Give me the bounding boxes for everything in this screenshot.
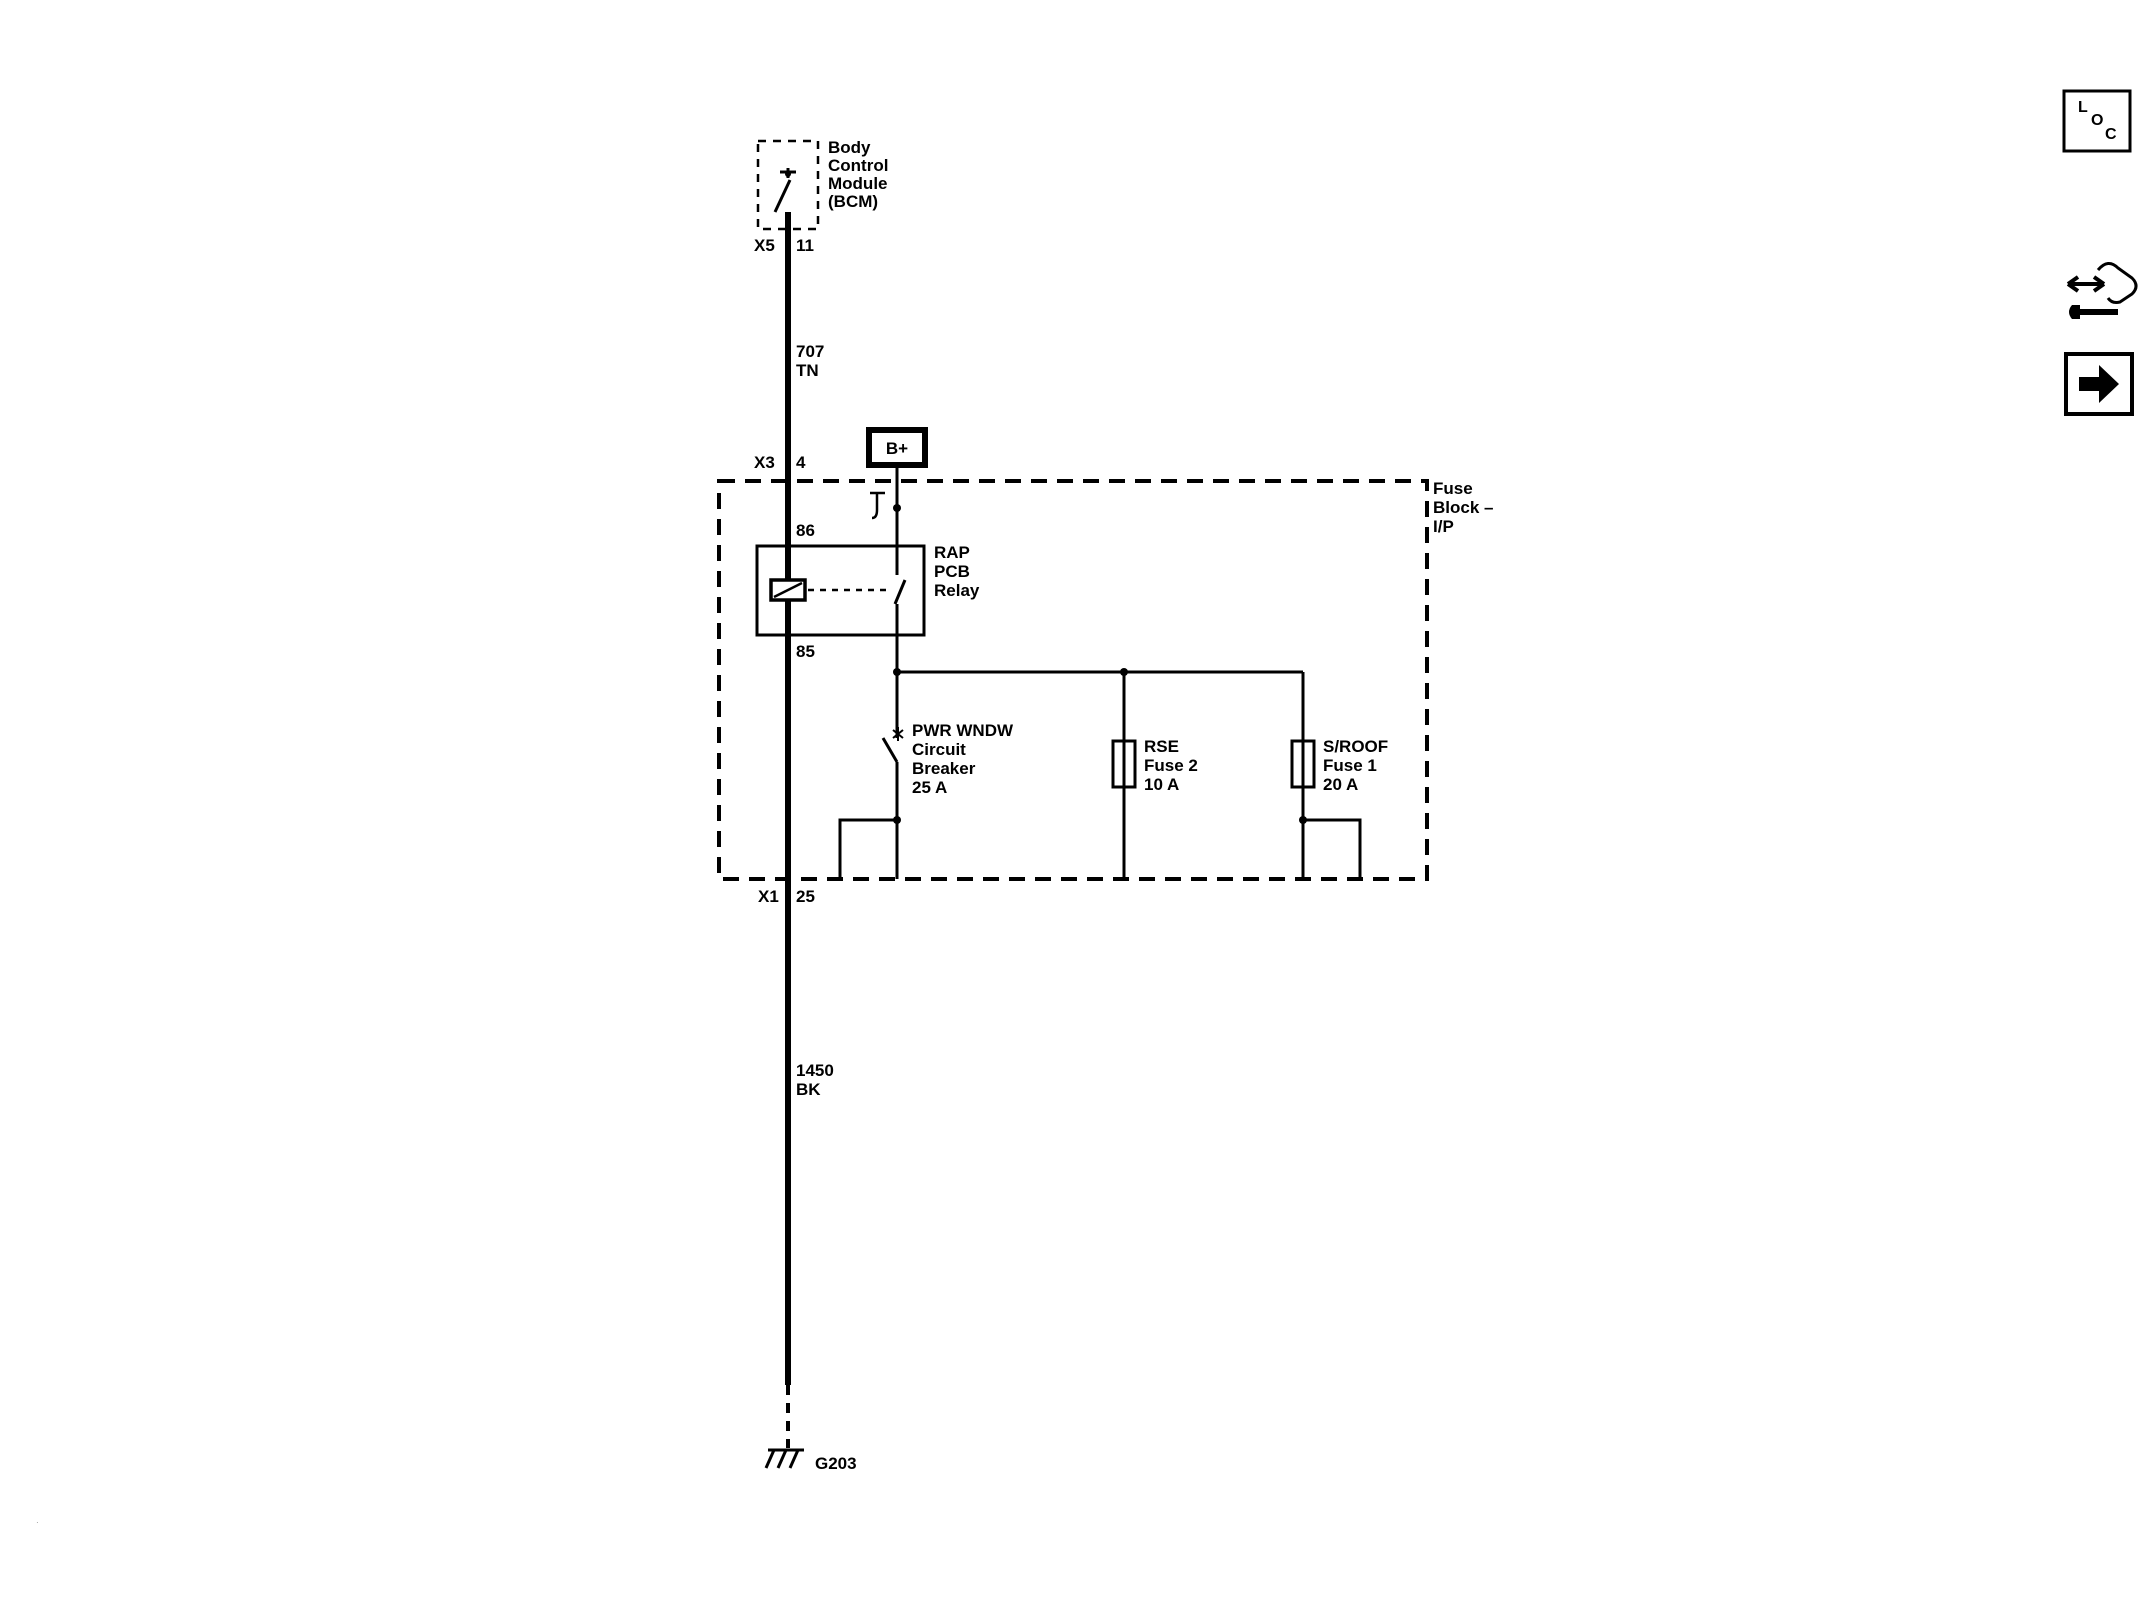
- fuse-block-dashed-box[interactable]: [717, 479, 1429, 881]
- connector-x5-label: X5: [754, 236, 775, 255]
- hook-connector-icon: [870, 491, 885, 520]
- loc-letter-l: L: [2078, 99, 2088, 116]
- wire-upper-circuit: 707: [796, 342, 824, 361]
- pwr-wndw-circuit-breaker[interactable]: PWR WNDW Circuit Breaker 25 A: [838, 672, 1014, 879]
- relay-label-3: Relay: [934, 581, 980, 600]
- circuit-breaker-stub: [838, 818, 897, 879]
- ground-icon: [764, 1448, 804, 1469]
- bcm-label-1: Body: [828, 138, 871, 157]
- bcm-label-4: (BCM): [828, 192, 878, 211]
- next-arrow-icon[interactable]: [2064, 352, 2134, 416]
- battery-positive-box: B+: [866, 427, 928, 468]
- loc-button[interactable]: L O C: [2062, 89, 2132, 153]
- connector-x3-pin: 4: [796, 453, 806, 472]
- battery-positive-label: B+: [886, 439, 908, 458]
- component-connector-icon[interactable]: [2066, 262, 2138, 319]
- sroof-fuse-label-1: S/ROOF: [1323, 737, 1388, 756]
- loc-letter-o: O: [2091, 112, 2103, 129]
- relay-pin-85: 85: [796, 642, 815, 661]
- rse-fuse-2[interactable]: RSE Fuse 2 10 A: [1111, 672, 1198, 879]
- rap-pcb-relay[interactable]: RAP PCB Relay 86 85: [755, 521, 980, 672]
- ground-label: G203: [815, 1454, 857, 1473]
- wire-lower-circuit: 1450: [796, 1061, 834, 1080]
- connector-x1-pin: 25: [796, 887, 815, 906]
- relay-label-1: RAP: [934, 543, 970, 562]
- wire-lower-color: BK: [796, 1080, 821, 1099]
- circuit-breaker-label-1: PWR WNDW: [912, 721, 1014, 740]
- connector-x5-pin: 11: [796, 236, 814, 255]
- sroof-fuse-1[interactable]: S/ROOF Fuse 1 20 A: [1290, 672, 1388, 879]
- circuit-breaker-label-3: Breaker: [912, 759, 976, 778]
- bcm-dashed-box: [756, 139, 820, 231]
- connector-x1-label: X1: [758, 887, 779, 906]
- page-marker: ·: [36, 1518, 39, 1527]
- sroof-fuse-stub: [1303, 818, 1362, 879]
- bcm-module[interactable]: Body Control Module (BCM): [756, 138, 888, 231]
- fuse-block-label-2: Block –: [1433, 498, 1493, 517]
- ground-g203[interactable]: G203: [764, 1448, 857, 1473]
- sroof-fuse-label-2: Fuse 1: [1323, 756, 1377, 775]
- fuse-block-label-1: Fuse: [1433, 479, 1473, 498]
- sroof-fuse-label-3: 20 A: [1323, 775, 1358, 794]
- connector-x3-label: X3: [754, 453, 775, 472]
- relay-box: [755, 544, 926, 637]
- circuit-breaker-label-4: 25 A: [912, 778, 947, 797]
- rse-fuse-label-2: Fuse 2: [1144, 756, 1198, 775]
- relay-pin-86: 86: [796, 521, 815, 540]
- bcm-label-2: Control: [828, 156, 888, 175]
- fuse-block-label-3: I/P: [1433, 517, 1454, 536]
- circuit-breaker-icon: [881, 737, 899, 763]
- bcm-label-3: Module: [828, 174, 888, 193]
- wire-upper-color: TN: [796, 361, 819, 380]
- circuit-breaker-label-2: Circuit: [912, 740, 966, 759]
- loc-letter-c: C: [2105, 126, 2117, 143]
- rse-fuse-label-3: 10 A: [1144, 775, 1179, 794]
- rse-fuse-label-1: RSE: [1144, 737, 1179, 756]
- relay-label-2: PCB: [934, 562, 970, 581]
